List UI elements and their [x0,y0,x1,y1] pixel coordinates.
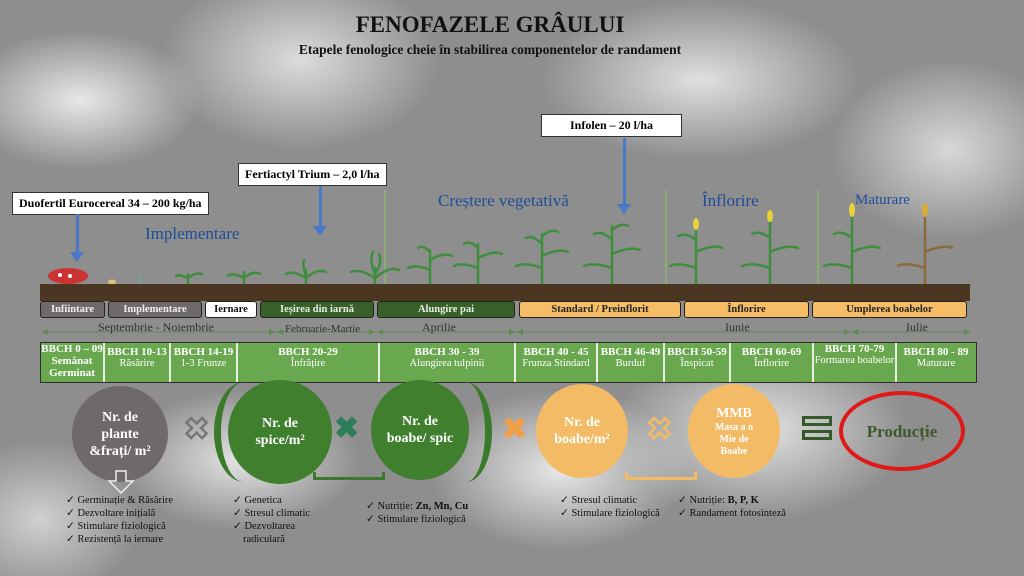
factor-item: Stimulare fiziologică [560,507,660,520]
factors-nutrition-2: Nutriție: B, P, K Randament fotosinteză [678,494,818,520]
callout-fertiactyl: Fertiactyl Trium – 2,0 l/ha [238,163,387,186]
circle-grains-per-m2: Nr. de boabe/m² [536,384,628,478]
brace-icon [313,472,385,480]
equals-icon [802,430,832,440]
month-arrows [42,329,970,335]
factor-item: Germinație & Răsărire [66,494,186,507]
seed-bag-icon [48,268,88,284]
stage-standard-preinflorit: Standard / Preinflorit [519,301,681,318]
factors-spikes: Genetica Stresul climatic Dezvoltarea ra… [233,494,323,546]
down-arrow-outline-icon [108,470,135,494]
stage-iesirea-din-iarna: Ieșirea din iarnă [260,301,374,318]
circle-spikes: Nr. de spice/m² [228,380,332,484]
stage-iernare: Iernare [205,301,257,318]
factor-item: Randament fotosinteză [678,507,818,520]
factor-item: Dezvoltarea radiculară [233,520,323,546]
callout-infolen: Infolen – 20 l/ha [541,114,683,137]
page-subtitle: Etapele fenologice cheie în stabilirea c… [298,42,682,57]
arrow-down-icon [313,186,327,236]
multiply-icon: ✖ [646,413,673,446]
left-paren-icon [214,382,274,482]
factor-item: Nutriție: Zn, Mn, Cu [366,500,506,513]
stage-heading-implementare: Implementare [145,224,240,243]
stage-implementare: Implementare [108,301,202,318]
soil-strip [40,284,970,301]
factor-item: Stimulare fiziologică [66,520,186,533]
page-title: FENOFAZELE GRÂULUI [355,12,625,37]
factors-grains-m2: Stresul climatic Stimulare fiziologică [560,494,660,520]
multiply-icon: ✖ [183,413,210,446]
wheat-growth-illustration [48,190,954,286]
equals-icon [802,416,832,426]
mmb-title: MMB [716,405,752,421]
month-sept-nov: Septembrie - Noiembrie [98,320,214,334]
circle-plants: Nr. de plante &frați/ m² [72,386,168,482]
factor-item: Genetica [233,494,323,507]
stage-inflorire: Înflorire [684,301,809,318]
stage-heading-crestere: Creștere vegetativă [438,191,569,210]
factors-plants: Germinație & Răsărire Dezvoltare inițial… [66,494,186,546]
month-feb-mar: Februarie-Martie [285,323,361,335]
callout-duofertil: Duofertil Eurocereal 34 – 200 kg/ha [12,192,209,215]
arrow-down-icon [70,214,84,262]
factor-item: Stimulare fiziologică [366,513,506,526]
stage-umplerea-boabelor: Umplerea boabelor [812,301,967,318]
stage-heading-inflorire: Înflorire [702,191,759,210]
mmb-subtitle: Masa a o Mie de Boabe [714,421,754,457]
factor-item: Dezvoltare inițială [66,507,186,520]
month-iunie: Iunie [725,320,750,334]
brace-icon [625,472,697,480]
arrow-down-icon [617,138,631,214]
right-paren-icon [440,382,492,482]
stage-alungire-pai: Alungire pai [377,301,515,318]
factor-item: Stresul climatic [560,494,660,507]
stage-infiintare: Infiintare [40,301,105,318]
multiply-icon: ✖ [334,412,360,445]
month-iulie: Iulie [906,320,928,334]
multiply-icon: ✖ [502,413,528,446]
factor-item: Nutriție: B, P, K [678,494,818,507]
factors-nutrition-1: Nutriție: Zn, Mn, Cu Stimulare fiziologi… [366,500,506,526]
factor-item: Stresul climatic [233,507,323,520]
factor-item: Rezistență la iernare [66,533,186,546]
production-ellipse: Producție [839,391,965,471]
stage-heading-maturare: Maturare [855,192,910,208]
month-aprilie: Aprilie [422,320,456,334]
